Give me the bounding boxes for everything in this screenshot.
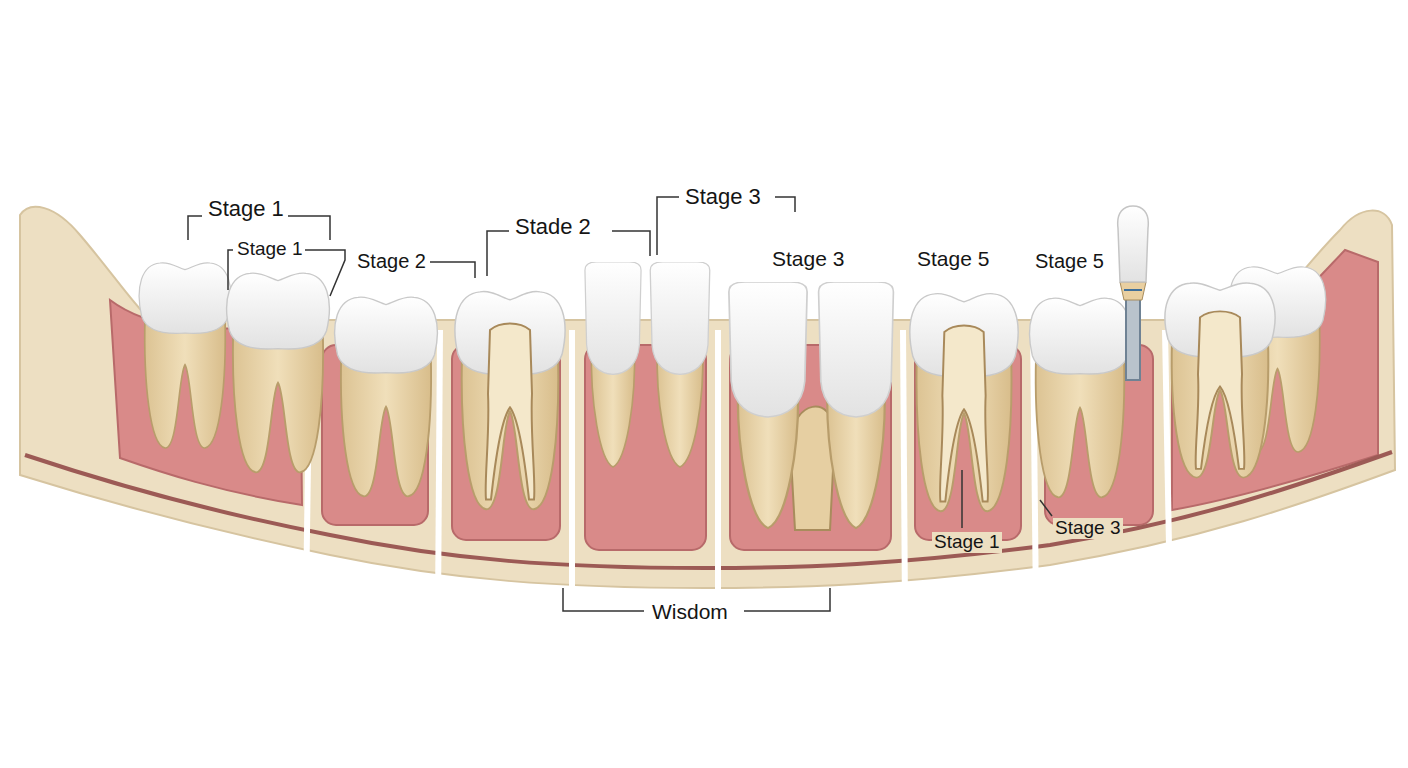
stage-label: Stage 5 <box>1035 250 1104 272</box>
stage-label: Stage 3 <box>685 185 761 209</box>
stage-label: Wisdom <box>652 600 728 623</box>
stage-label: Stage 5 <box>917 247 989 270</box>
stage-label: Stage 3 <box>772 247 844 270</box>
stage-label: Stage 1 <box>208 197 284 221</box>
stage-label: Stade 2 <box>515 215 591 239</box>
stage-label: Stage 2 <box>357 250 426 272</box>
stage-label: Stage 1 <box>932 532 1002 553</box>
stage-label: Stage 3 <box>1053 518 1123 539</box>
stage-label: Stage 1 <box>237 239 303 260</box>
